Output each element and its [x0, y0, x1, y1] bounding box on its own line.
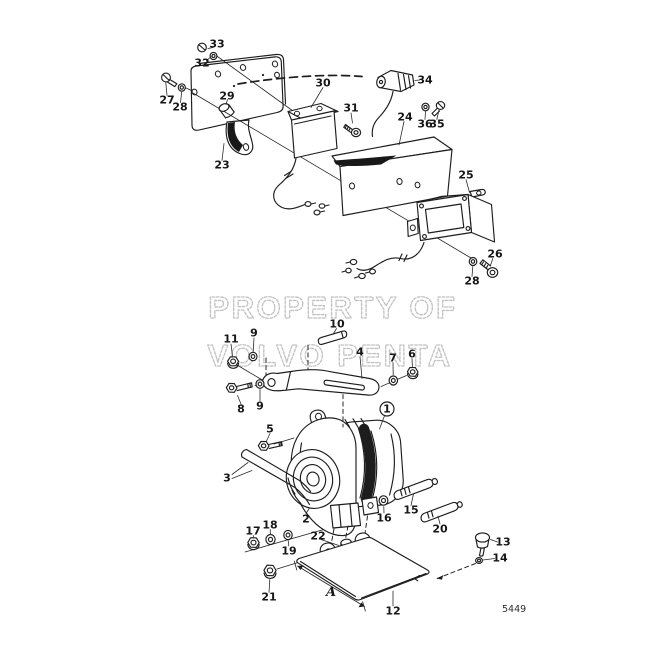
part-label-8: 8 [237, 403, 245, 416]
part-label-19: 19 [281, 545, 296, 558]
mounting-plate-23-32 [190, 53, 287, 156]
part-label-10: 10 [329, 318, 345, 331]
part-label-22: 22 [310, 530, 325, 543]
nut-6 [406, 366, 419, 380]
washer-9-lower [255, 379, 265, 389]
alternator-1 [285, 409, 404, 537]
leader-lines [165, 47, 498, 607]
stud-20 [420, 501, 463, 523]
regulator-25 [341, 188, 496, 280]
part-label-16: 16 [376, 512, 392, 525]
washer-28-lower-right [468, 256, 478, 267]
dashed-harness-line [237, 74, 363, 85]
part-label-21: 21 [261, 591, 276, 604]
part-label-26: 26 [487, 248, 503, 261]
washer-18 [265, 534, 276, 545]
screw-27 [161, 72, 178, 88]
screw-13 [474, 532, 491, 557]
bolt-8 [225, 382, 253, 393]
screw-33 [197, 42, 218, 61]
stud-15 [393, 477, 439, 500]
part-label-9: 9 [250, 327, 258, 340]
part-label-32: 32 [194, 57, 209, 70]
part-label-4: 4 [356, 346, 364, 359]
mounting-plate-12 [296, 536, 430, 601]
part-label-20: 20 [432, 523, 448, 536]
part-label-28: 28 [172, 101, 187, 114]
junction-box-30 [273, 102, 339, 216]
part-label-14: 14 [492, 552, 508, 565]
part-label-31: 31 [343, 102, 358, 115]
spacer-29 [218, 103, 235, 119]
dimension-label: A [324, 585, 336, 600]
part-label-23: 23 [214, 159, 229, 172]
part-label-29: 29 [219, 90, 234, 103]
part-ref-circle [379, 401, 395, 417]
watermark-line1: PROPERTY OF [208, 290, 457, 325]
drawing-number: 5449 [502, 604, 526, 615]
cover-24 [331, 136, 453, 217]
part-label-5: 5 [266, 423, 274, 436]
part-label-35: 35 [429, 118, 444, 131]
screw-26 [479, 259, 499, 278]
part-label-17: 17 [245, 525, 260, 538]
part-label-7: 7 [389, 352, 397, 365]
pin-10 [317, 330, 348, 345]
part-label-33: 33 [209, 38, 224, 51]
connector-34 [371, 69, 415, 138]
part-label-34: 34 [417, 74, 433, 87]
part-label-1: 1 [383, 403, 391, 416]
part-label-25: 25 [458, 169, 473, 182]
part-label-11: 11 [223, 333, 238, 346]
dashed-alignment-lines [331, 394, 368, 543]
nut-21 [263, 564, 277, 579]
part-label-13: 13 [495, 536, 510, 549]
bolt-31 [343, 123, 362, 138]
part-label-2: 2 [302, 513, 310, 526]
washer-28-upper-left [177, 83, 186, 92]
part-label-9: 9 [256, 400, 264, 413]
part-label-30: 30 [315, 77, 331, 90]
washer-7 [388, 375, 399, 386]
dimension-arrow-A [293, 560, 366, 612]
washer-36 [421, 102, 430, 112]
belt-3 [240, 448, 312, 506]
nut-11 [227, 356, 240, 369]
washer-16 [378, 495, 389, 506]
part-label-27: 27 [159, 94, 174, 107]
part-label-18: 18 [262, 519, 277, 532]
washer-14 [436, 557, 483, 580]
washer-19 [283, 529, 293, 541]
nut-17 [247, 537, 260, 551]
bolt-5 [257, 440, 283, 451]
part-label-6: 6 [408, 348, 416, 361]
part-label-36: 36 [417, 118, 433, 131]
part-label-24: 24 [397, 111, 413, 124]
part-label-3: 3 [223, 472, 231, 485]
part-label-12: 12 [385, 605, 400, 618]
washer-9-upper [248, 351, 258, 362]
part-label-15: 15 [403, 504, 418, 517]
part-label-28: 28 [464, 275, 479, 288]
adjusting-arm-4 [262, 369, 380, 396]
watermark: PROPERTY OF VOLVO PENTA [207, 289, 457, 373]
screw-35 [431, 101, 446, 117]
